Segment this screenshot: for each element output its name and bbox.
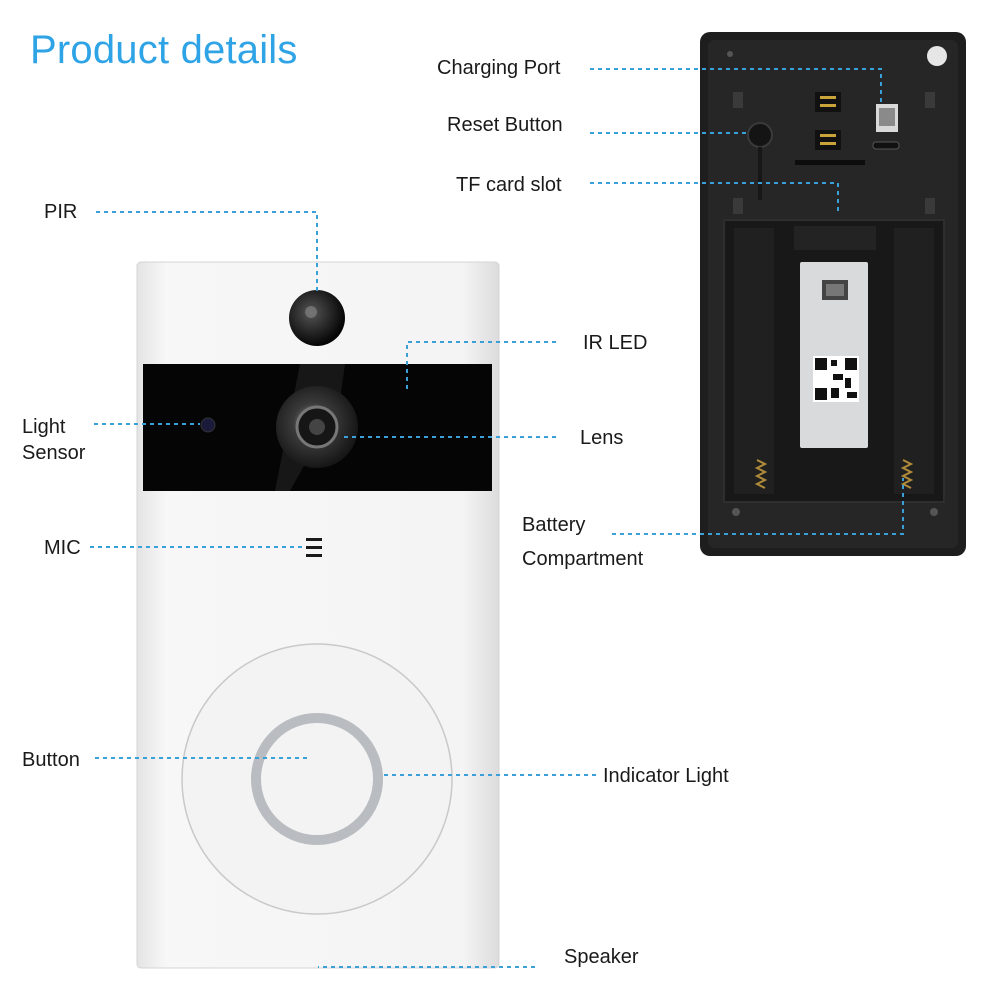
leader-lines xyxy=(90,68,904,968)
label-battery-compartment: Battery Compartment xyxy=(522,508,643,576)
doorbell-front xyxy=(136,261,500,969)
label-battery-line2: Compartment xyxy=(522,548,644,570)
light-sensor-dot xyxy=(200,417,216,433)
reset-button-hole xyxy=(747,122,773,148)
label-button: Button xyxy=(22,749,80,771)
label-pir: PIR xyxy=(44,201,78,223)
label-light-sensor-line1: Light xyxy=(22,416,66,438)
label-mic: MIC xyxy=(44,537,81,559)
label-ir-led: IR LED xyxy=(583,332,648,354)
leader-battery xyxy=(612,478,904,535)
indicator-light-ring xyxy=(251,713,383,845)
label-indicator-light: Indicator Light xyxy=(603,765,729,787)
label-tf-card-slot: TF card slot xyxy=(456,174,562,196)
doorbell-back xyxy=(700,32,966,556)
label-lens: Lens xyxy=(580,427,624,449)
pir-sensor xyxy=(289,290,345,346)
label-light-sensor: Light Sensor xyxy=(22,414,85,466)
battery-springs xyxy=(754,459,914,489)
label-light-sensor-line2: Sensor xyxy=(22,442,86,464)
label-speaker: Speaker xyxy=(564,946,639,968)
tf-card-slot xyxy=(795,160,865,165)
leader-tf-card-slot xyxy=(590,182,839,212)
label-reset-button: Reset Button xyxy=(447,114,563,136)
page-title: Product details xyxy=(30,28,298,72)
doorbell-button-outer xyxy=(181,643,453,915)
label-charging-port: Charging Port xyxy=(437,57,561,79)
leader-charging-port xyxy=(590,68,882,104)
leader-ir-led xyxy=(406,341,556,392)
qr-code xyxy=(813,356,859,402)
mic-grille xyxy=(306,538,322,557)
leader-pir xyxy=(96,211,318,292)
label-battery-line1: Battery xyxy=(522,514,586,536)
